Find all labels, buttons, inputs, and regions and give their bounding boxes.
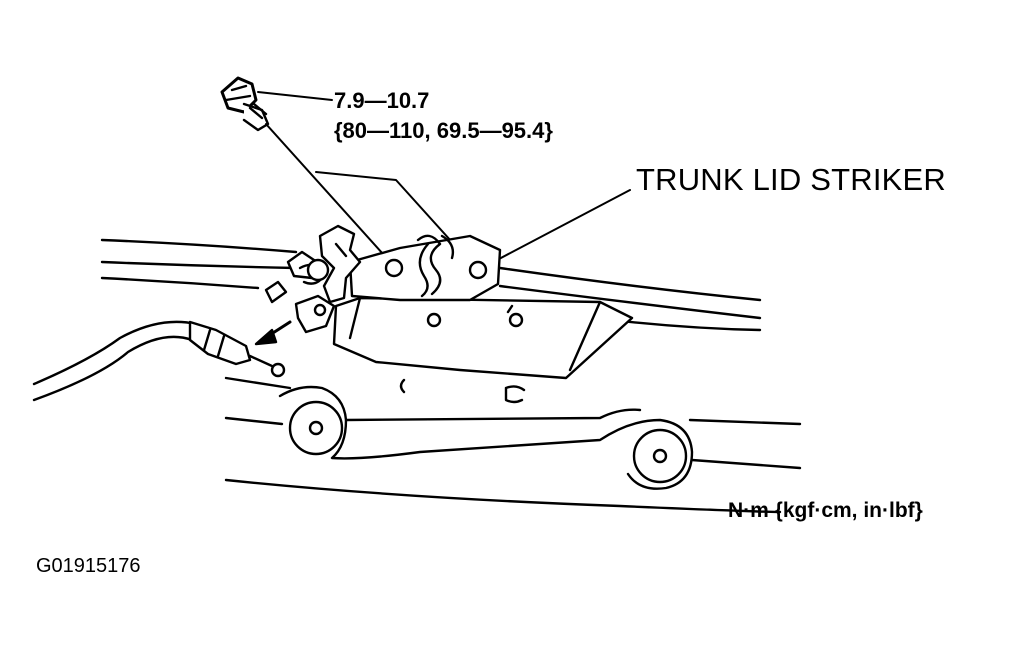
- rear-floor-panel: [224, 376, 802, 514]
- trunk-lid-panel: [332, 296, 634, 404]
- part-label: TRUNK LID STRIKER: [636, 162, 946, 197]
- body-panel-rails: [100, 238, 762, 332]
- torque-value-nm: 7.9—10.7: [334, 88, 430, 113]
- leader-lines: [257, 91, 631, 271]
- release-cable: [32, 320, 286, 402]
- units-label: N·m {kgf·cm, in·lbf}: [728, 499, 923, 522]
- figure-id: G01915176: [36, 555, 141, 577]
- release-arrow-icon: [254, 320, 292, 346]
- striker-assembly: [264, 224, 502, 334]
- bolt-icon: [220, 76, 270, 132]
- torque-value-alt: {80—110, 69.5—95.4}: [334, 118, 553, 143]
